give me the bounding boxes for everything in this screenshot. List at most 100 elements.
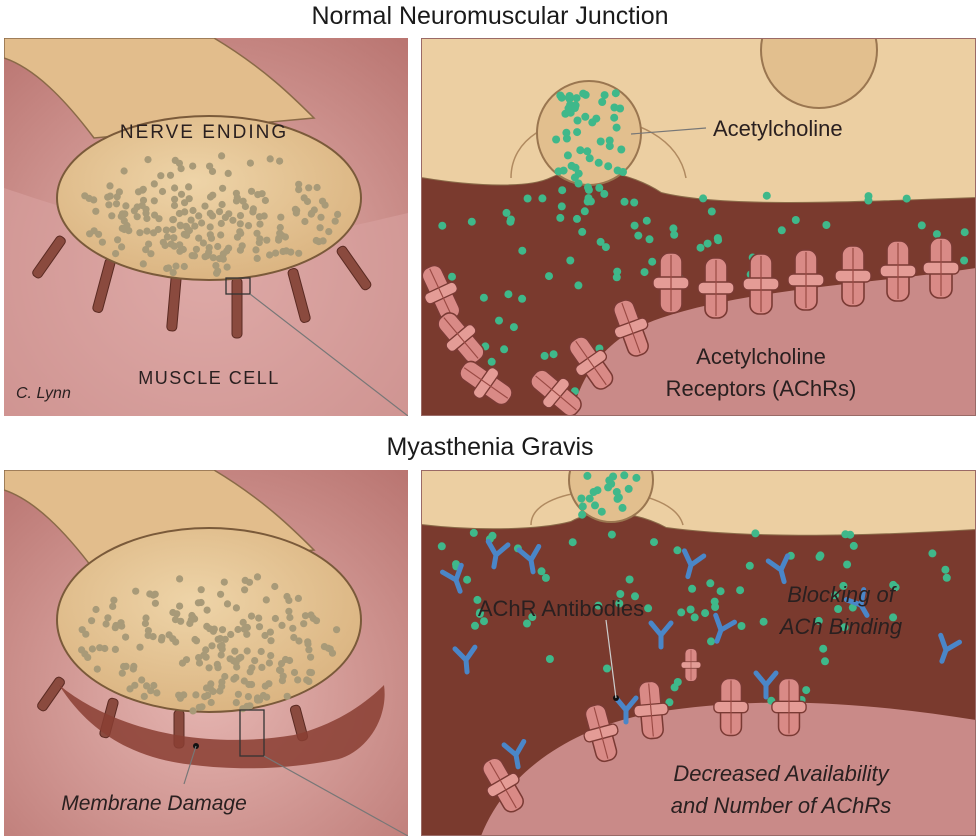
vesicle-dot (205, 664, 213, 672)
synaptic-vesicle (568, 470, 654, 523)
vesicle-dot (218, 152, 226, 160)
panel-normal-overview: NERVE ENDING MUSCLE CELL C. Lynn (4, 38, 408, 416)
vesicle-dot (195, 659, 204, 667)
vesicle-dot (149, 591, 157, 599)
vesicle-dot (157, 172, 165, 180)
acetylcholine-dot (831, 591, 839, 600)
vesicle-dot (261, 682, 269, 690)
vesicle-dot (92, 605, 100, 614)
vesicle-dot (265, 659, 273, 667)
acetylcholine-dot (562, 134, 571, 143)
vesicle-dot (253, 229, 261, 237)
vesicle-dot (122, 202, 130, 210)
vesicle-dot (279, 247, 287, 256)
vesicle-dot (142, 205, 150, 213)
vesicle-dot (252, 246, 260, 254)
acetylcholine-dot (815, 552, 824, 561)
zoom-box (239, 709, 265, 757)
vesicle-dot (144, 156, 152, 164)
vesicle-dot (143, 682, 151, 690)
vesicle-dot (243, 647, 251, 655)
antibody (938, 632, 963, 664)
vesicle-dot (111, 645, 119, 653)
vesicle-dot (281, 233, 289, 241)
vesicle-dot (218, 641, 226, 650)
receptor-label-line1: Acetylcholine (696, 344, 826, 369)
vesicle-dot (169, 269, 177, 277)
acetylcholine-dot (467, 217, 476, 226)
vesicle-dot (118, 669, 126, 677)
vesicle-dot (215, 208, 224, 216)
vesicle-dot (318, 197, 327, 205)
acetylcholine-dot (577, 494, 586, 503)
acetylcholine-dot (583, 471, 592, 480)
acetylcholine-dot (696, 243, 705, 252)
vesicle-dot (199, 239, 207, 247)
nerve-ending-label: NERVE ENDING (120, 122, 288, 143)
vesicle-dot (243, 623, 251, 632)
vesicle-dot (118, 622, 126, 630)
vesicle-dot (276, 157, 284, 165)
acetylcholine-dot (841, 530, 850, 539)
acetylcholine-dot (616, 590, 625, 598)
vesicle-dot (171, 184, 179, 192)
vesicle-dot (218, 626, 227, 634)
acetylcholine-dot (523, 619, 531, 628)
acetylcholine-dot (528, 613, 537, 621)
vesicle-dot (304, 640, 312, 648)
acetylcholine-dot (473, 595, 482, 604)
acetylcholine-dot (598, 98, 607, 106)
vesicle-dot (267, 652, 275, 660)
acetylcholine-dot (566, 256, 575, 265)
vesicle-dot (176, 602, 184, 610)
acetylcholine-dot (615, 599, 624, 608)
vesicle-dot (271, 614, 279, 623)
vesicle-dot (176, 241, 184, 249)
vesicle-dot (286, 613, 294, 622)
acetylcholine-dot (673, 546, 682, 555)
vesicle-dot (161, 241, 169, 250)
vesicle-dot (220, 578, 228, 586)
acetylcholine-dot (612, 123, 621, 132)
acetylcholine-dot (545, 655, 554, 663)
vesicle-dot (106, 192, 114, 200)
acetylcholine-dot (578, 510, 587, 519)
vesicle-dot (245, 578, 254, 586)
vesicle-dot (112, 200, 121, 208)
membrane-damage-area (59, 685, 385, 769)
receptor (713, 677, 749, 737)
vesicle-dot (300, 194, 308, 202)
vesicle-dot (256, 235, 264, 243)
vesicle-dot (244, 693, 252, 701)
vesicle-dot (279, 672, 287, 680)
acetylcholine-dot (762, 191, 771, 200)
vesicle-dot (223, 263, 231, 271)
vesicle-dot (105, 201, 113, 209)
vesicle-dot (301, 217, 309, 226)
acetylcholine-dot (596, 137, 605, 146)
acetylcholine-dot (448, 272, 456, 281)
acetylcholine-dot (751, 529, 760, 538)
vesicle-dot (203, 252, 211, 260)
achr-antibodies (439, 538, 963, 770)
vesicle-dot (285, 607, 293, 615)
vesicle-dot (225, 210, 233, 218)
acetylcholine-dot (574, 169, 583, 178)
acetylcholine-dot (537, 567, 546, 576)
acetylcholine-dot (437, 542, 446, 551)
acetylcholine-dot (475, 609, 484, 618)
acetylcholine-dot (541, 573, 550, 582)
vesicle-dot (155, 215, 163, 223)
acetylcholine-dot (565, 94, 574, 103)
acetylcholine-dot (586, 197, 595, 206)
vesicle-dot (266, 155, 274, 163)
vesicle-dot (236, 220, 244, 228)
antibody (485, 538, 511, 570)
receptor (583, 703, 619, 763)
vesicle-dot (197, 586, 205, 594)
vesicle-dot (177, 165, 185, 173)
vesicle-dot (106, 182, 114, 190)
acetylcholine-dot (917, 221, 926, 230)
antibody-label: AChR Antibodies (478, 596, 644, 621)
acetylcholine-dot (556, 213, 565, 222)
